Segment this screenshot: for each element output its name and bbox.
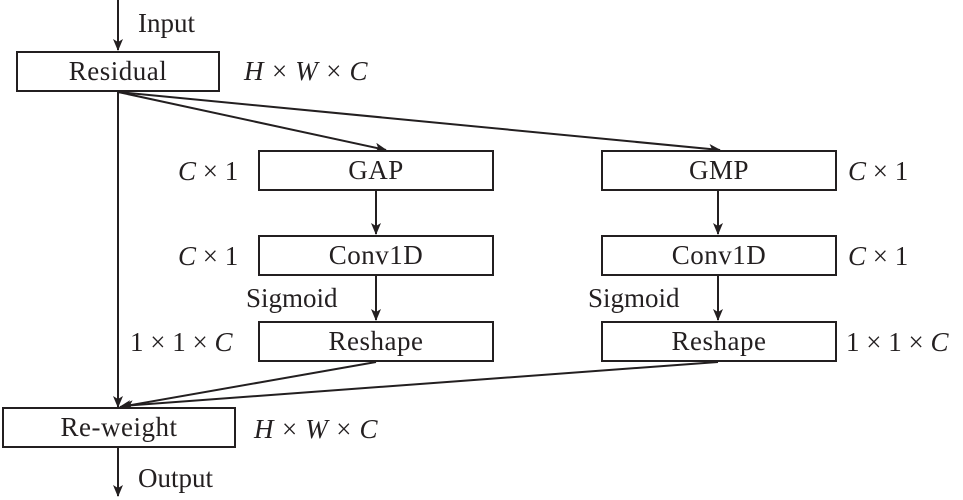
reshape-left-dim: 1 × 1 × C bbox=[130, 327, 233, 357]
edge-reshape-left-reweight bbox=[119, 361, 377, 411]
edge-residual-gap bbox=[117, 91, 387, 153]
residual-dim: H × W × C bbox=[244, 56, 368, 86]
reshape-right-label: Reshape bbox=[671, 326, 767, 356]
gap-dim: C × 1 bbox=[178, 156, 239, 186]
reshape-right-box: Reshape bbox=[601, 321, 837, 362]
gap-label: GAP bbox=[348, 155, 404, 185]
conv1d-left-box: Conv1D bbox=[258, 235, 494, 276]
conv1d-left-dim: C × 1 bbox=[178, 241, 239, 271]
edge-residual-gmp bbox=[117, 91, 721, 154]
reshape-left-box: Reshape bbox=[258, 321, 494, 362]
conv1d-right-dim: C × 1 bbox=[848, 241, 909, 271]
residual-box: Residual bbox=[16, 51, 220, 92]
conv1d-left-label: Conv1D bbox=[328, 240, 424, 270]
reshape-left-label: Reshape bbox=[328, 326, 424, 356]
gmp-label: GMP bbox=[688, 155, 750, 185]
reweight-label: Re-weight bbox=[60, 412, 178, 442]
reshape-right-dim: 1 × 1 × C bbox=[846, 327, 949, 357]
residual-label: Residual bbox=[68, 56, 168, 86]
gap-box: GAP bbox=[258, 150, 494, 191]
sigmoid-left-label: Sigmoid bbox=[246, 283, 338, 313]
edge-reshape-right-reweight bbox=[121, 361, 719, 411]
output-label: Output bbox=[138, 463, 214, 493]
gmp-dim: C × 1 bbox=[848, 156, 909, 186]
conv1d-right-label: Conv1D bbox=[671, 240, 767, 270]
reweight-dim: H × W × C bbox=[254, 414, 378, 444]
reweight-box: Re-weight bbox=[2, 407, 236, 448]
sigmoid-right-label: Sigmoid bbox=[588, 283, 680, 313]
input-label: Input bbox=[138, 8, 195, 38]
conv1d-right-box: Conv1D bbox=[601, 235, 837, 276]
gmp-box: GMP bbox=[601, 150, 837, 191]
